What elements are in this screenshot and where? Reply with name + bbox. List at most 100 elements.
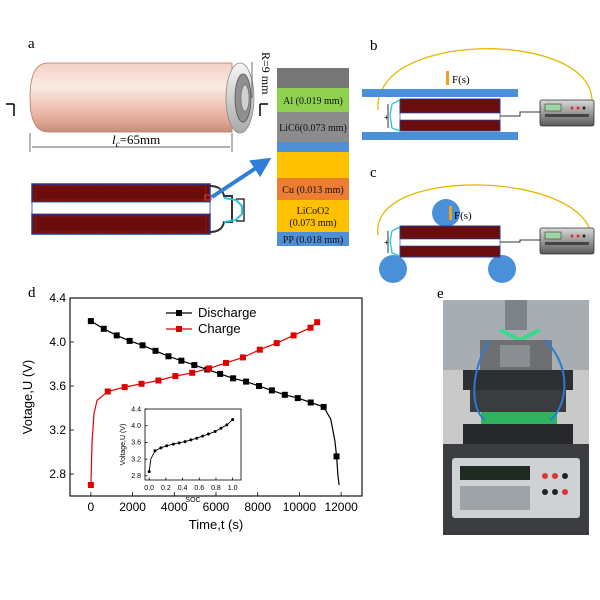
roller-top-c bbox=[432, 199, 460, 227]
data-point-0 bbox=[126, 337, 133, 344]
wire-b bbox=[377, 48, 593, 111]
data-point-1 bbox=[206, 365, 213, 372]
cell-cross-section bbox=[31, 183, 245, 235]
multimeter-b bbox=[539, 99, 595, 127]
x-tick-label: 6000 bbox=[203, 500, 230, 514]
data-point-0 bbox=[268, 387, 275, 394]
inset-data-point-0 bbox=[183, 440, 187, 444]
inset-data-point-0 bbox=[195, 436, 199, 440]
inset-data-point-0 bbox=[201, 434, 205, 438]
inset-data-point-0 bbox=[159, 446, 163, 450]
layer-sublabel-6: (0.073 mm) bbox=[289, 218, 336, 229]
zoom-arrow bbox=[210, 157, 272, 199]
plate-top-b bbox=[362, 89, 518, 97]
layer-5 bbox=[277, 178, 349, 200]
layer-3 bbox=[277, 142, 349, 152]
lead-b bbox=[500, 111, 540, 117]
plus-sign-c: + bbox=[384, 238, 389, 247]
inset-data-point-0 bbox=[177, 441, 181, 445]
layer-label-6: LiCoO2 bbox=[297, 206, 330, 217]
layer-stack: Al (0.019 mm) LiC6(0.073 mm) Cu (0.013 mm)… bbox=[277, 68, 349, 246]
inset-data-point-0 bbox=[231, 417, 235, 421]
layer-label-1: Al (0.019 mm) bbox=[283, 96, 343, 107]
data-point-0 bbox=[217, 370, 224, 377]
layer-0 bbox=[277, 68, 349, 88]
cell-section-b bbox=[387, 98, 501, 132]
data-point-0 bbox=[307, 399, 314, 406]
legend-marker-1 bbox=[176, 326, 182, 332]
cell-cylinder bbox=[29, 62, 255, 134]
inset-x-tick-label: 0.6 bbox=[194, 485, 204, 492]
radius-dimension: R=9 mm bbox=[251, 52, 273, 98]
inset-data-point-0 bbox=[147, 470, 151, 474]
inset-data-point-0 bbox=[219, 426, 223, 430]
layer-2 bbox=[277, 112, 349, 142]
panel-label-d: d bbox=[28, 285, 36, 301]
y-tick-label: 4.0 bbox=[49, 335, 66, 349]
data-point-1 bbox=[314, 319, 321, 326]
data-point-1 bbox=[172, 373, 179, 380]
layer-1 bbox=[277, 88, 349, 112]
inset-y-tick-label: 3.6 bbox=[131, 440, 141, 447]
force-bar-b bbox=[446, 71, 449, 85]
y-tick-label: 3.2 bbox=[49, 423, 66, 437]
data-point-1 bbox=[223, 359, 230, 366]
radius-label: R=9 mm bbox=[259, 52, 273, 95]
layer-label-7: PP (0.018 mm) bbox=[283, 235, 343, 246]
layer-7 bbox=[277, 232, 349, 246]
section-marker-right bbox=[259, 103, 268, 116]
test-rig-photo bbox=[443, 300, 589, 535]
length-label: lc=65mm bbox=[112, 132, 160, 149]
data-point-0 bbox=[165, 353, 172, 360]
inset-data-point-0 bbox=[153, 449, 157, 453]
inset-data-point-0 bbox=[225, 423, 229, 427]
data-point-0 bbox=[255, 383, 262, 389]
layer-label-5: Cu (0.013 mm) bbox=[282, 185, 343, 196]
data-point-0 bbox=[152, 347, 159, 354]
data-point-0 bbox=[100, 325, 107, 332]
inset-x-tick-label: 0.0 bbox=[144, 485, 154, 492]
plus-sign-b: + bbox=[384, 113, 389, 122]
length-dimension: lc=65mm bbox=[29, 132, 233, 152]
data-point-0 bbox=[87, 318, 94, 325]
data-point-0 bbox=[281, 391, 288, 398]
roller-bottom-right-c bbox=[488, 255, 516, 283]
x-tick-label: 10000 bbox=[283, 500, 317, 514]
inset-y-tick-label: 4.0 bbox=[131, 423, 141, 430]
data-point-1 bbox=[307, 324, 314, 331]
data-point-0 bbox=[333, 453, 340, 460]
force-bar-c bbox=[449, 206, 452, 220]
layer-label-2: LiC6(0.073 mm) bbox=[279, 123, 347, 134]
inset-data-point-0 bbox=[171, 442, 175, 446]
y-tick-label: 2.8 bbox=[49, 467, 66, 481]
inset-data-point-0 bbox=[206, 432, 210, 436]
x-tick-label: 0 bbox=[88, 500, 95, 514]
x-tick-label: 4000 bbox=[161, 500, 188, 514]
inset-series-line-0 bbox=[148, 419, 234, 472]
roller-bottom-left-c bbox=[379, 255, 407, 283]
layer-4 bbox=[277, 152, 349, 178]
panel-e: e bbox=[437, 286, 589, 535]
force-label-b: F(s) bbox=[452, 74, 470, 86]
inset-x-tick-label: 0.8 bbox=[211, 485, 221, 492]
data-point-0 bbox=[139, 342, 146, 349]
x-tick-label: 12000 bbox=[324, 500, 358, 514]
legend-label-0: Discharge bbox=[198, 305, 257, 320]
inset-x-tick-label: 1.0 bbox=[228, 485, 238, 492]
inset-plot-frame bbox=[144, 408, 242, 481]
x-axis-label: Time,t (s) bbox=[189, 517, 243, 532]
data-point-0 bbox=[320, 403, 327, 410]
inset-y-axis-label: Voltage,U (V) bbox=[120, 424, 127, 466]
data-point-1 bbox=[104, 388, 111, 395]
y-tick-label: 3.6 bbox=[49, 379, 66, 393]
cell-section-c bbox=[387, 225, 501, 258]
inset-y-tick-label: 2.8 bbox=[131, 473, 141, 480]
inset-data-point-0 bbox=[213, 430, 217, 434]
data-point-1 bbox=[121, 384, 128, 391]
y-tick-label: 4.4 bbox=[49, 291, 66, 305]
data-point-0 bbox=[113, 332, 120, 339]
inset-data-point-0 bbox=[165, 444, 169, 448]
